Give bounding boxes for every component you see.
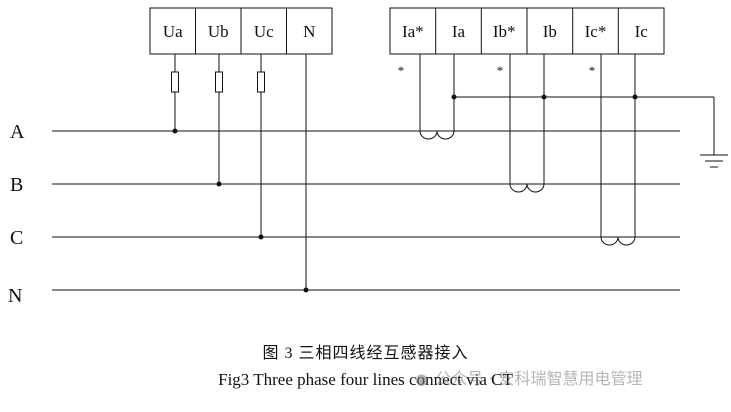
- line-label-a: A: [10, 121, 25, 143]
- junction-dot: [258, 234, 264, 240]
- fuse-ub: [215, 71, 223, 93]
- figure-caption-en: Fig3 Three phase four lines connect via …: [218, 370, 513, 389]
- junction-dot: [541, 94, 547, 100]
- terminal-label-ia: Ia: [452, 22, 466, 41]
- line-label-c: C: [10, 227, 23, 249]
- watermark-text: 公众号 · 安科瑞智慧用电管理: [435, 369, 643, 388]
- junction-dot: [632, 94, 638, 100]
- polarity-mark-b: *: [497, 63, 504, 78]
- polarity-mark-a: *: [398, 63, 405, 78]
- ct-coil-b: [509, 183, 545, 193]
- junction-dot: [216, 181, 222, 187]
- terminal-label-ua: Ua: [163, 22, 183, 41]
- terminal-label-ub: Ub: [208, 22, 229, 41]
- ct-coil-a: [419, 130, 455, 140]
- terminal-label-ic: Ic: [635, 22, 649, 41]
- terminal-label-ib-star: Ib*: [493, 22, 516, 41]
- terminal-label-ib: Ib: [543, 22, 557, 41]
- terminal-label-ia-star: Ia*: [402, 22, 424, 41]
- terminal-label-n: N: [303, 22, 315, 41]
- fuse-uc: [257, 71, 265, 93]
- watermark: ● 公众号 · 安科瑞智慧用电管理: [415, 365, 642, 389]
- line-label-b: B: [10, 174, 23, 196]
- junction-dot: [303, 287, 309, 293]
- fuse-ua: [171, 71, 179, 93]
- polarity-mark-c: *: [589, 63, 596, 78]
- junction-dot: [172, 128, 178, 134]
- line-label-n: N: [8, 285, 22, 307]
- ct-coil-c: [600, 236, 636, 246]
- wechat-icon: ●: [415, 370, 429, 388]
- junction-dot: [451, 94, 457, 100]
- terminal-label-ic-star: Ic*: [585, 22, 607, 41]
- figure-caption-cn: 图 3 三相四线经互感器接入: [262, 345, 469, 362]
- terminal-label-uc: Uc: [254, 22, 274, 41]
